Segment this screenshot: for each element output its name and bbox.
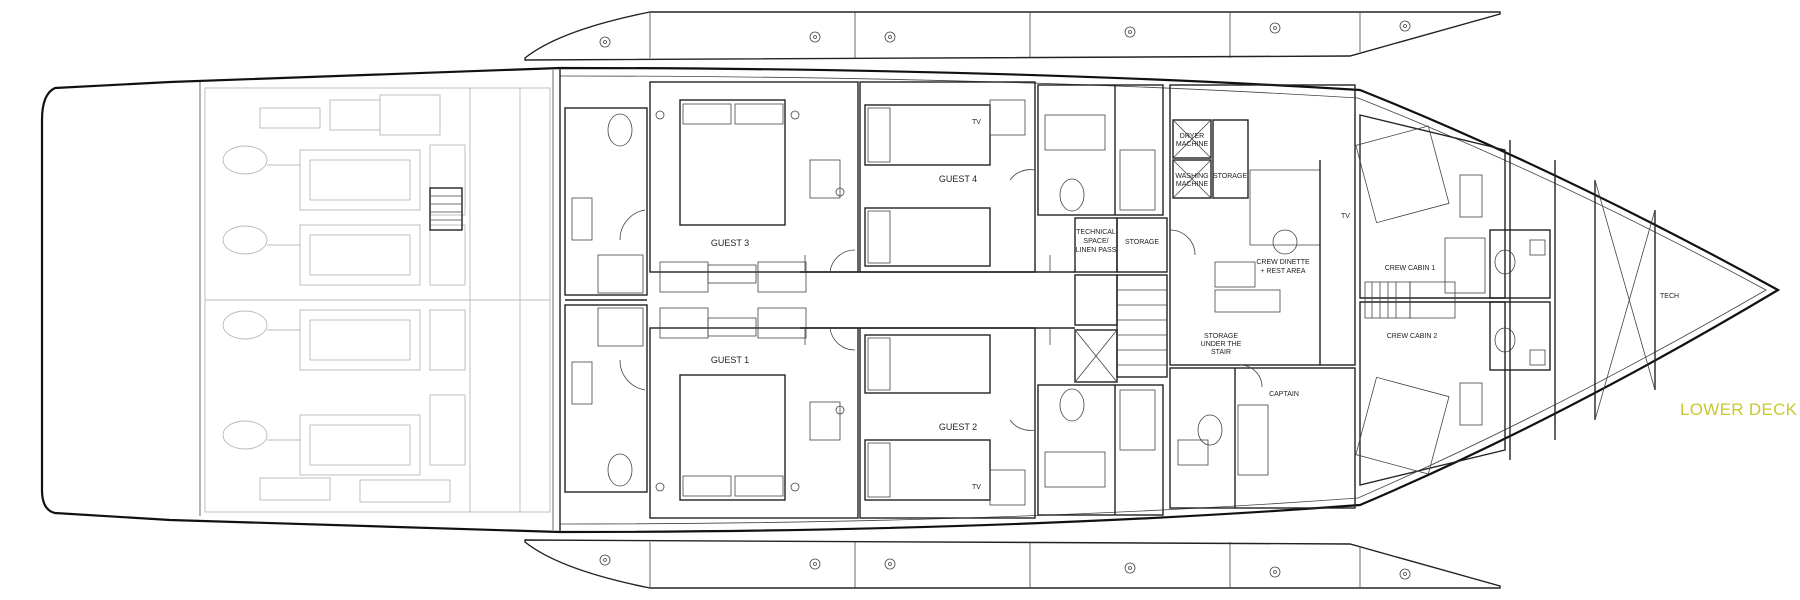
guest-2-label: GUEST 2 (939, 422, 977, 432)
door-swings (619, 169, 1263, 431)
crew-dinette-label-1: CREW DINETTE (1256, 259, 1310, 266)
guest-1-label: GUEST 1 (711, 355, 749, 365)
forward-bathrooms (1037, 84, 1164, 516)
storage-upper: STORAGE (1212, 119, 1249, 199)
bottom-sponson (524, 539, 1501, 589)
deck-title: LOWER DECK (1680, 400, 1798, 419)
crew-cabin-2: CREW CABIN 2 (1355, 281, 1506, 486)
technical-label-3: LINEN PASS (1076, 247, 1117, 254)
guest-1-cabin: GUEST 1 (649, 307, 859, 519)
crew-dinette-label-2: + REST AREA (1260, 268, 1306, 275)
guest-3-cabin: GUEST 3 (649, 81, 859, 293)
tech-label: TECH (1660, 293, 1679, 300)
captain-label: CAPTAIN (1269, 391, 1299, 398)
crew-bathrooms (1489, 229, 1551, 371)
stair-storage-label-1: STORAGE (1204, 333, 1238, 340)
top-sponson (524, 11, 1501, 61)
washing-label-2: MACHINE (1176, 181, 1209, 188)
engine-2 (222, 224, 466, 286)
aft-bathrooms (564, 107, 648, 493)
technical-label-1: TECHNICAL (1076, 229, 1116, 236)
laundry: DRYER MACHINE WASHING MACHINE (1172, 119, 1212, 199)
captain-cabin: CAPTAIN (1169, 367, 1356, 509)
bow-compartments: TECH (1509, 140, 1679, 460)
washing-label-1: WASHING (1175, 173, 1208, 180)
engine-3 (222, 309, 466, 371)
stair-storage-label-3: STAIR (1211, 349, 1231, 356)
dryer-label-1: DRYER (1180, 133, 1204, 140)
storage-mid-label: STORAGE (1125, 239, 1159, 246)
guest-3-label: GUEST 3 (711, 238, 749, 248)
guest-4-label: GUEST 4 (939, 174, 977, 184)
guest-2-cabin: TV GUEST 2 (859, 327, 1036, 519)
engine-1 (222, 144, 466, 216)
tv-guest-4: TV (972, 119, 981, 126)
stair-well (1074, 274, 1168, 383)
crew-cabin-2-label: CREW CABIN 2 (1387, 333, 1438, 340)
central-corridor (800, 255, 1075, 345)
engine-4 (222, 394, 466, 476)
dryer-label-2: MACHINE (1176, 141, 1209, 148)
technical-label-2: SPACE/ (1083, 238, 1108, 245)
crew-cabin-1-label: CREW CABIN 1 (1385, 265, 1436, 272)
engine-room (204, 87, 551, 513)
crew-dinette: TV CREW DINETTE + REST AREA STORAGE UNDE… (1169, 84, 1356, 366)
tv-guest-2: TV (972, 484, 981, 491)
stair-storage-label-2: UNDER THE (1201, 341, 1242, 348)
guest-4-cabin: TV GUEST 4 (859, 81, 1036, 273)
technical-space: TECHNICAL SPACE/ LINEN PASS (1074, 217, 1118, 273)
storage-upper-label: STORAGE (1213, 173, 1247, 180)
storage-mid: STORAGE (1116, 217, 1168, 273)
tv-crew: TV (1341, 213, 1350, 220)
